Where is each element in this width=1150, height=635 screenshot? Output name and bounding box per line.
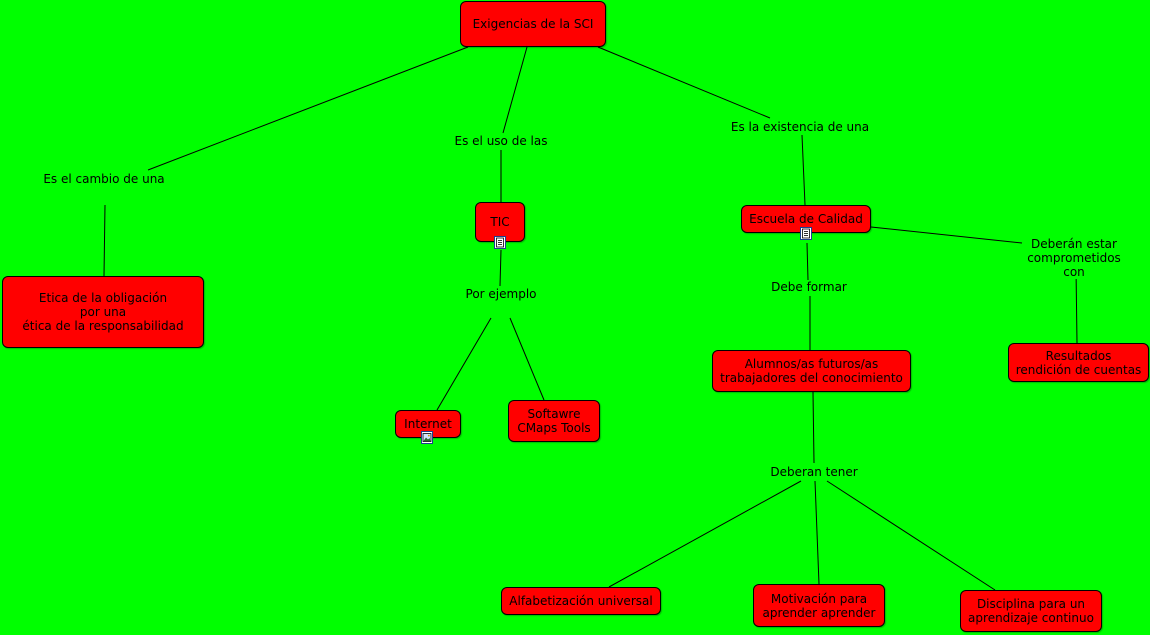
concept-software[interactable]: Softawre CMaps Tools [508, 400, 600, 442]
link-phrase-ejemplo[interactable]: Por ejemplo [463, 287, 539, 301]
link-phrase-comprometidos[interactable]: Deberán estar comprometidos con [1025, 237, 1123, 279]
link-line [806, 242, 809, 281]
link-phrase-formar[interactable]: Debe formar [769, 280, 849, 294]
concept-resultados[interactable]: Resultados rendición de cuentas [1008, 343, 1149, 382]
link-phrase-cambio[interactable]: Es el cambio de una [41, 172, 167, 186]
link-line [801, 134, 806, 206]
concept-alfabetizacion[interactable]: Alfabetización universal [501, 587, 661, 615]
concept-etica[interactable]: Etica de la obligación por una ética de … [2, 276, 204, 348]
concept-tic[interactable]: TIC [475, 202, 525, 242]
image-icon[interactable] [421, 431, 433, 444]
link-line [502, 46, 528, 134]
link-line [826, 480, 996, 591]
link-phrase-tener[interactable]: Deberan tener [768, 465, 860, 479]
link-line [870, 226, 1023, 244]
concept-motivacion[interactable]: Motivación para aprender aprender [753, 584, 885, 627]
link-line [1075, 267, 1078, 344]
link-line [147, 46, 469, 171]
link-line [597, 46, 771, 119]
document-icon[interactable] [494, 236, 506, 249]
link-line [499, 249, 502, 287]
concept-root[interactable]: Exigencias de la SCI [460, 1, 606, 47]
link-phrase-existencia[interactable]: Es la existencia de una [728, 120, 872, 134]
link-line [812, 391, 815, 464]
link-line [814, 480, 820, 585]
link-line [509, 317, 545, 401]
link-phrase-uso[interactable]: Es el uso de las [452, 134, 550, 148]
concept-alumnos[interactable]: Alumnos/as futuros/as trabajadores del c… [712, 350, 911, 392]
concept-internet[interactable]: Internet [395, 410, 461, 438]
link-line [436, 317, 492, 411]
document-icon[interactable] [800, 227, 812, 240]
concept-disciplina[interactable]: Disciplina para un aprendizaje continuo [960, 590, 1102, 632]
link-line [103, 204, 106, 277]
link-line [608, 480, 802, 588]
